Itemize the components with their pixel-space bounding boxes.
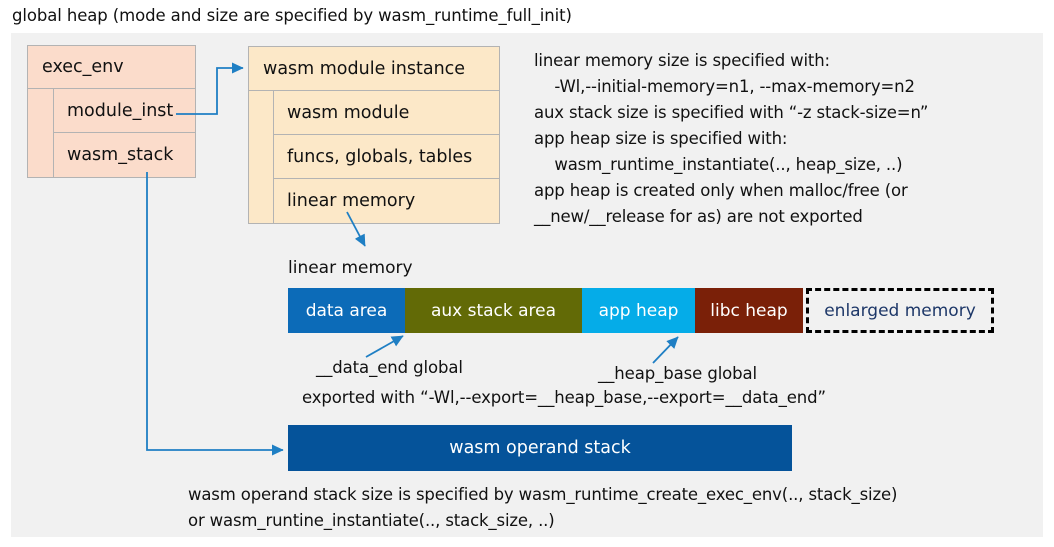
memory-segment-aux-stack-area: aux stack area (405, 288, 582, 333)
heap-base-caption: __heap_base global (598, 364, 758, 383)
wasm-module-instance-rows: wasm module funcs, globals, tables linea… (274, 91, 499, 223)
exec-env-body: module_inst wasm_stack (28, 89, 195, 177)
exec-env-box: exec_env module_inst wasm_stack (27, 45, 196, 178)
exported-with-caption: exported with “-Wl,--export=__heap_base,… (302, 388, 826, 407)
wasm-module-instance-header: wasm module instance (249, 47, 499, 91)
module-instance-field-wasm-module: wasm module (274, 91, 499, 135)
exec-env-rows: module_inst wasm_stack (54, 89, 195, 177)
exec-env-header: exec_env (28, 46, 195, 89)
module-instance-field-linear-memory: linear memory (287, 191, 416, 211)
exec-env-field-wasm-stack: wasm_stack (67, 145, 174, 165)
exec-env-field-module-inst: module_inst (54, 89, 195, 133)
memory-segment-app-heap: app heap (582, 288, 695, 333)
memory-segment-data-area: data area (288, 288, 405, 333)
wasm-operand-stack-box: wasm operand stack (288, 425, 792, 471)
wasm-module-instance-gutter (249, 91, 274, 223)
operand-stack-note: wasm operand stack size is specified by … (188, 485, 898, 530)
linear-memory-note: linear memory size is specified with: -W… (534, 51, 929, 226)
memory-segment-libc-heap: libc heap (695, 288, 803, 333)
wasm-module-instance-body: wasm module funcs, globals, tables linea… (249, 91, 499, 223)
wasm-module-instance-box: wasm module instance wasm module funcs, … (248, 46, 500, 224)
module-instance-field-funcs-globals-tables: funcs, globals, tables (274, 135, 499, 179)
linear-memory-bar-label: linear memory (288, 258, 413, 278)
memory-segment-enlarged-memory: enlarged memory (806, 288, 994, 333)
exec-env-gutter (28, 89, 54, 177)
data-end-caption: __data_end global (316, 358, 463, 377)
page-title: global heap (mode and size are specified… (12, 6, 572, 25)
